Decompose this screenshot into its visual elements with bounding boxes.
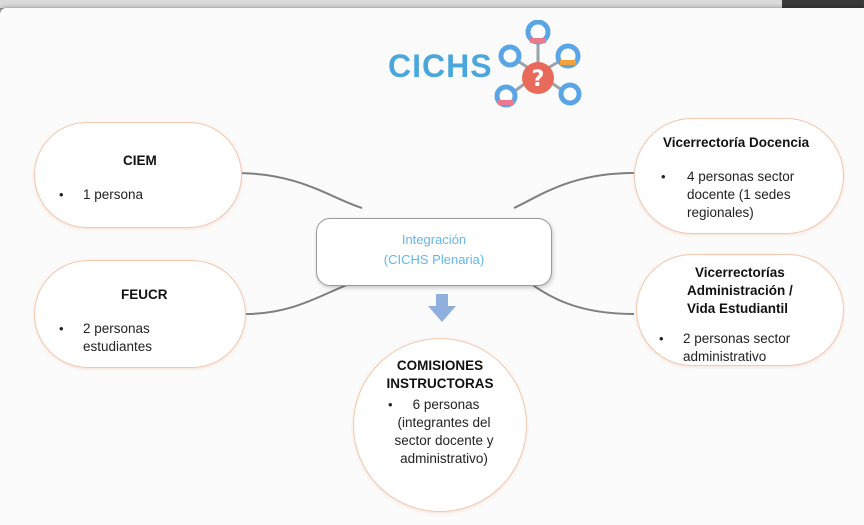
node-feucr-item-line2: estudiantes	[83, 339, 153, 354]
node-docencia-title: Vicerrectoría Docencia	[663, 135, 810, 150]
node-integracion: Integración (CICHS Plenaria)	[316, 218, 552, 286]
node-integracion-line2: (CICHS Plenaria)	[383, 252, 485, 267]
node-feucr-item-line1: 2 personas	[83, 321, 150, 336]
slide: CICHS ? CIEM • 1 persona	[0, 8, 864, 525]
node-comisiones-bullet: •	[388, 397, 393, 412]
svg-text:?: ?	[532, 67, 545, 92]
node-comisiones: COMISIONES INSTRUCTORAS • 6 personas (in…	[353, 338, 527, 512]
node-ciem: CIEM • 1 persona	[34, 122, 242, 228]
node-ciem-title: CIEM	[123, 153, 157, 168]
node-docencia-item-line1: 4 personas sector	[687, 169, 795, 184]
node-comisiones-title-line1: COMISIONES	[396, 358, 484, 373]
node-docencia: Vicerrectoría Docencia • 4 personas sect…	[634, 118, 844, 234]
node-administracion-item-line2: administrativo	[683, 349, 767, 364]
node-feucr-title: FEUCR	[121, 287, 168, 302]
node-ciem-item: 1 persona	[83, 187, 144, 202]
network-question-icon: ?	[494, 20, 582, 108]
node-feucr-bullet: •	[59, 321, 64, 336]
node-comisiones-item-line3: sector docente y	[394, 433, 494, 448]
node-comisiones-item-line1: 6 personas	[412, 397, 480, 412]
node-integracion-line1: Integración	[401, 232, 467, 247]
node-administracion-title-line1: Vicerrectorías	[695, 265, 785, 280]
node-administracion-title-line3: Vida Estudiantil	[687, 301, 789, 316]
node-ciem-bullet: •	[59, 187, 64, 202]
node-administracion-bullet: •	[659, 331, 664, 346]
node-comisiones-item-line2: (integrantes del	[397, 415, 491, 430]
node-comisiones-title-line2: INSTRUCTORAS	[386, 376, 494, 391]
logo-text: CICHS	[388, 48, 493, 84]
node-docencia-item-line3: regionales)	[687, 205, 754, 220]
node-docencia-item-line2: docente (1 sedes	[687, 187, 791, 202]
node-administracion-title-line2: Administración /	[687, 283, 793, 298]
window-top-strip	[0, 0, 864, 8]
node-administracion: Vicerrectorías Administración / Vida Est…	[636, 254, 844, 366]
node-feucr: FEUCR • 2 personas estudiantes	[34, 260, 246, 368]
node-administracion-item-line1: 2 personas sector	[683, 331, 791, 346]
node-docencia-bullet: •	[661, 169, 666, 184]
down-arrow-icon	[428, 294, 456, 322]
node-comisiones-item-line4: administrativo)	[400, 451, 488, 466]
